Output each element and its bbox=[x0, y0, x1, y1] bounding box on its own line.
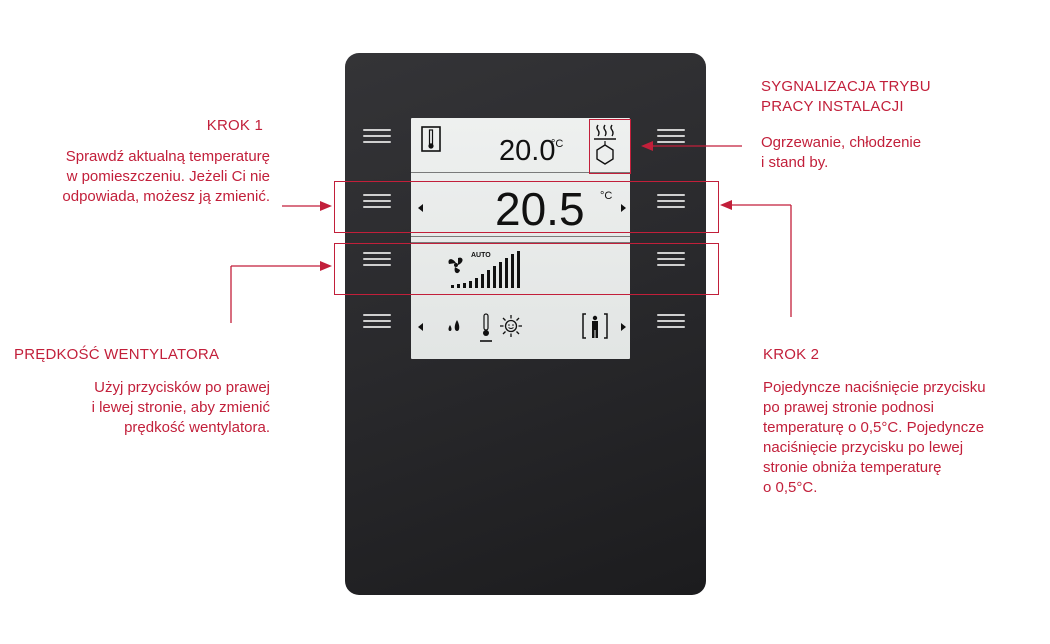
left-button-row3[interactable] bbox=[363, 252, 391, 266]
sygnalizacja-title-line: PRACY INSTALACJI bbox=[761, 98, 904, 115]
left-button-row4[interactable] bbox=[363, 314, 391, 328]
right-button-row2[interactable] bbox=[657, 194, 685, 208]
krok2-line: naciśnięcie przycisku po lewej bbox=[763, 439, 964, 456]
thermometer-icon bbox=[480, 313, 492, 342]
krok1-title: KROK 1 bbox=[206, 117, 263, 134]
screen-divider bbox=[411, 172, 630, 173]
wentylator-line: i lewej stronie, aby zmienić bbox=[91, 399, 270, 416]
krok2-line: o 0,5°C. bbox=[763, 479, 818, 496]
krok1-line: w pomieszczeniu. Jeżeli Ci nie bbox=[66, 168, 270, 185]
wentylator-line: prędkość wentylatora. bbox=[124, 419, 270, 436]
krok1-line: Sprawdź aktualną temperaturę bbox=[65, 148, 270, 165]
thermometer-icon bbox=[421, 126, 441, 152]
sun-icon bbox=[500, 315, 522, 337]
krok2-line: po prawej stronie podnosi bbox=[763, 399, 934, 416]
krok1-description: Sprawdź aktualną temperaturę w pomieszcz… bbox=[0, 147, 270, 207]
decrease-arrow-icon bbox=[418, 204, 423, 212]
heating-icon bbox=[594, 124, 616, 165]
set-temperature-unit: °C bbox=[600, 190, 613, 202]
current-temperature-unit: °C bbox=[551, 138, 564, 150]
right-button-row3[interactable] bbox=[657, 252, 685, 266]
krok2-description: Pojedyncze naciśnięcie przycisku po praw… bbox=[763, 378, 986, 498]
sygnalizacja-line: Ogrzewanie, chłodzenie bbox=[761, 134, 922, 151]
sygnalizacja-description: Ogrzewanie, chłodzenie i stand by. bbox=[761, 133, 921, 173]
mode-right-arrow-icon bbox=[621, 323, 626, 331]
mode-indicator-highlight bbox=[589, 119, 631, 174]
current-temperature: 20.0 bbox=[499, 135, 556, 167]
krok2-title: KROK 2 bbox=[763, 346, 820, 363]
wentylator-line: Użyj przycisków po prawej bbox=[94, 379, 270, 396]
left-button-row1[interactable] bbox=[363, 129, 391, 143]
fan-speed-bars-icon bbox=[451, 251, 520, 288]
krok2-line: Pojedyncze naciśnięcie przycisku bbox=[763, 379, 986, 396]
mode-left-arrow-icon bbox=[418, 323, 423, 331]
fan-speed-highlight bbox=[334, 243, 719, 295]
sygnalizacja-title: SYGNALIZACJA TRYBU PRACY INSTALACJI bbox=[761, 77, 931, 117]
fan-icon bbox=[448, 257, 463, 274]
set-temperature-highlight bbox=[334, 181, 719, 233]
krok2-line: stronie obniża temperaturę bbox=[763, 459, 942, 476]
right-button-row4[interactable] bbox=[657, 314, 685, 328]
wentylator-description: Użyj przycisków po prawej i lewej stroni… bbox=[0, 378, 270, 438]
cooling-icon bbox=[596, 144, 614, 165]
increase-arrow-icon bbox=[621, 204, 626, 212]
presence-icon bbox=[582, 313, 608, 339]
sygnalizacja-line: i stand by. bbox=[761, 154, 829, 171]
sygnalizacja-title-line: SYGNALIZACJA TRYBU bbox=[761, 78, 931, 95]
wentylator-title: PRĘDKOŚĆ WENTYLATORA bbox=[14, 346, 220, 363]
lcd-screen: 20.0 °C 20.5 °C AUTO bbox=[411, 118, 630, 359]
set-temperature: 20.5 bbox=[495, 183, 585, 235]
krok1-line: odpowiada, możesz ją zmienić. bbox=[62, 188, 270, 205]
drops-icon bbox=[448, 320, 460, 331]
fan-mode-label: AUTO bbox=[471, 252, 491, 259]
left-button-row2[interactable] bbox=[363, 194, 391, 208]
krok2-line: temperaturę o 0,5°C. Pojedyncze bbox=[763, 419, 985, 436]
screen-divider bbox=[411, 236, 630, 237]
right-button-row1[interactable] bbox=[657, 129, 685, 143]
screen-divider bbox=[411, 242, 630, 243]
